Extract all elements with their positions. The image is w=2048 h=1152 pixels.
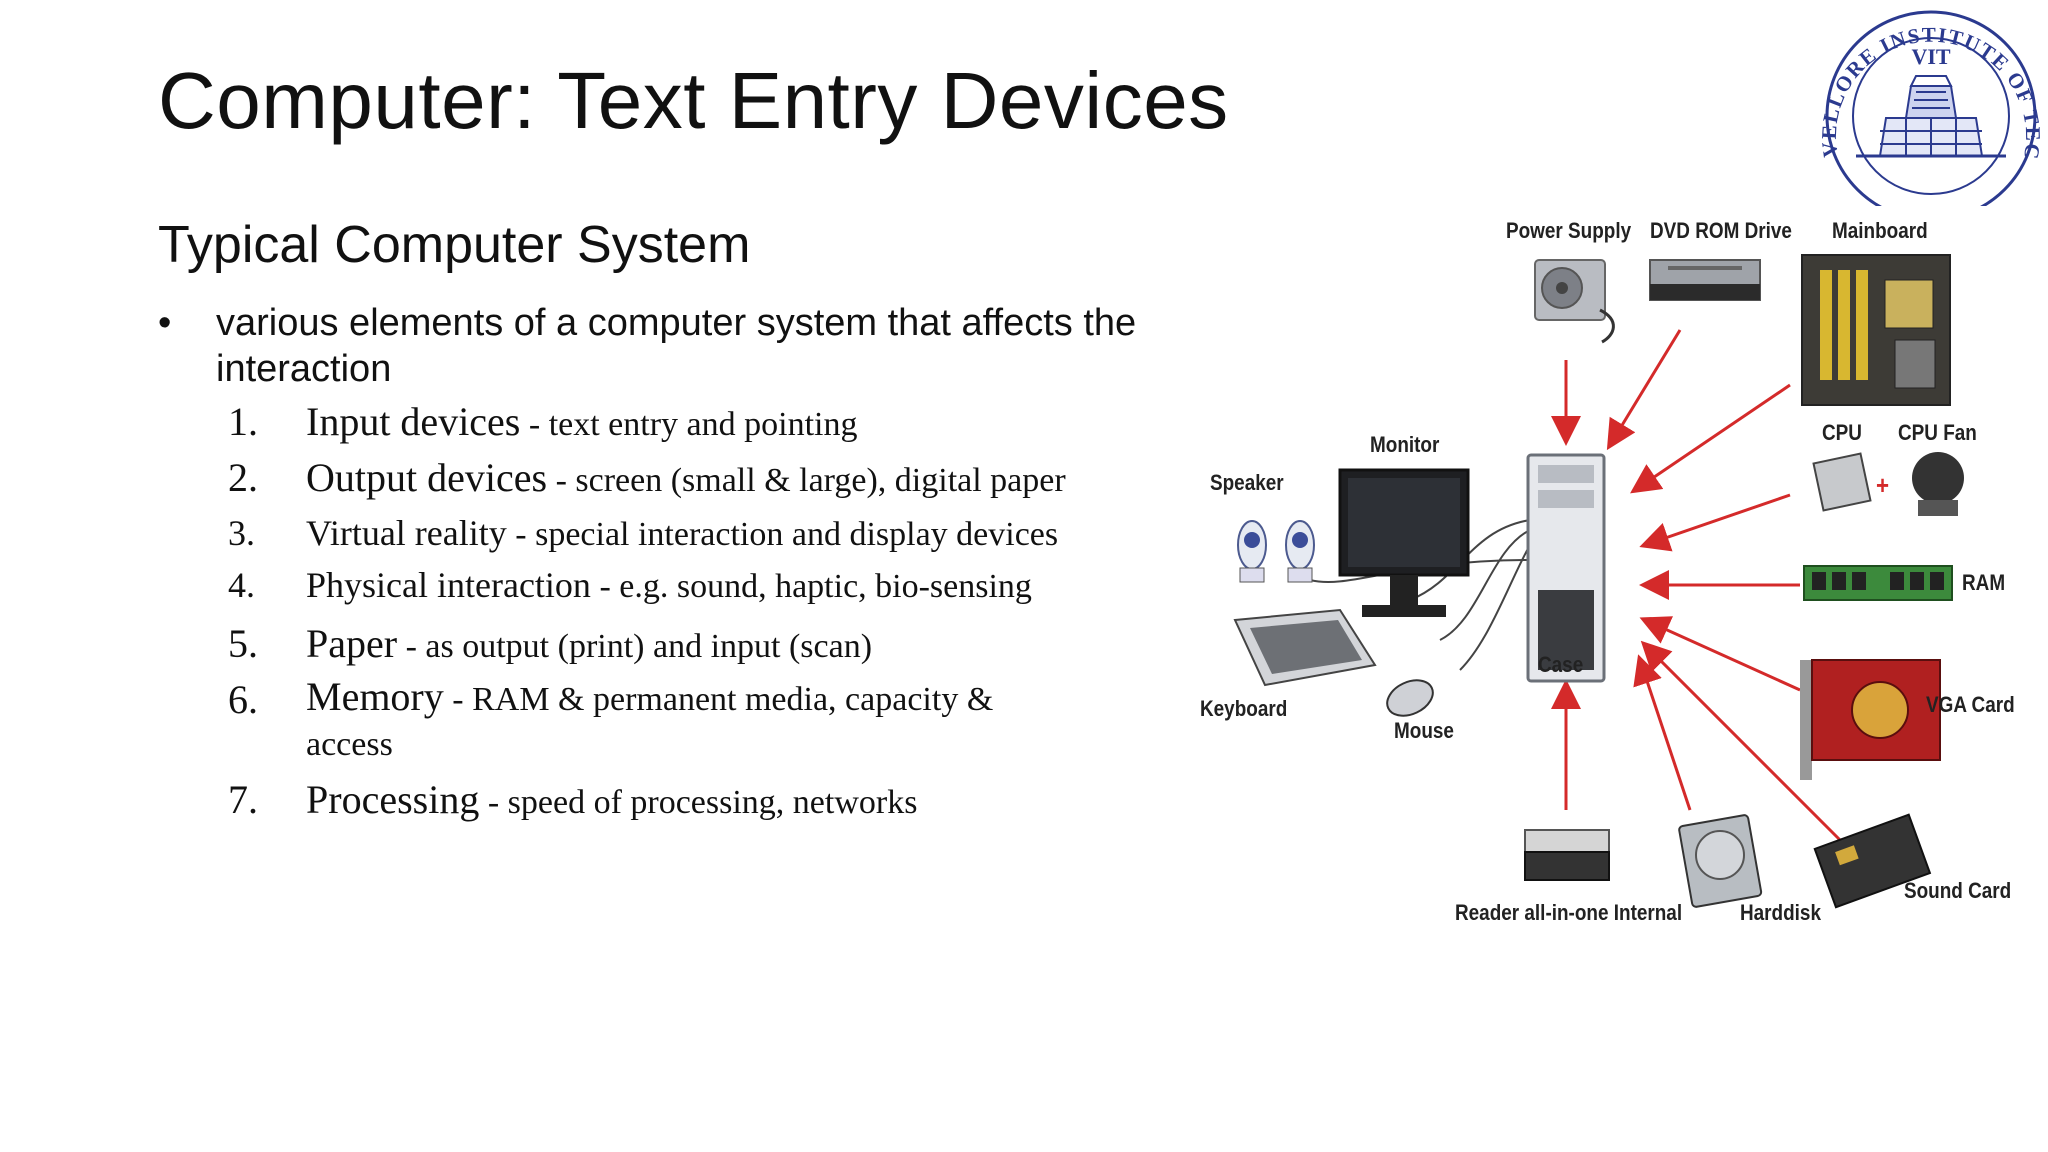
list-number: 5. <box>228 621 258 666</box>
list-lead: Memory <box>306 674 444 719</box>
list-text: - as output (print) and input (scan) <box>397 628 873 665</box>
list-item-content: Processing - speed of processing, networ… <box>306 776 917 823</box>
cpu-icon <box>1812 452 1872 512</box>
list-text: - text entry and pointing <box>520 406 858 443</box>
label-mainboard: Mainboard <box>1832 218 1928 243</box>
list-lead: Paper <box>306 621 398 666</box>
list-text: - e.g. sound, haptic, bio-sensing <box>590 568 1032 605</box>
list-item-content: Output devices - screen (small & large),… <box>306 454 1066 501</box>
list-item-content: Paper - as output (print) and input (sca… <box>306 620 872 667</box>
bullet-text: various elements of a computer system th… <box>216 302 1137 390</box>
label-vga-card: VGA Card <box>1926 692 2015 717</box>
computer-system-diagram: Power Supply DVD ROM Drive Mainboard Mon… <box>1190 200 2030 940</box>
slide-title: Computer: Text Entry Devices <box>158 56 1229 145</box>
label-dvd-rom-drive: DVD ROM Drive <box>1650 218 1792 243</box>
label-harddisk: Harddisk <box>1740 900 1821 925</box>
label-power-supply: Power Supply <box>1506 218 1632 243</box>
label-cpu: CPU <box>1822 420 1862 445</box>
harddisk-icon <box>1678 814 1763 908</box>
label-cpu-fan: CPU Fan <box>1898 420 1977 445</box>
card-reader-icon <box>1524 829 1610 881</box>
list-item-content: Physical interaction - e.g. sound, hapti… <box>306 564 1032 606</box>
cpu-fan-icon <box>1912 452 1964 516</box>
label-plus: + <box>1876 470 1890 500</box>
label-sound-card: Sound Card <box>1904 878 2012 903</box>
label-keyboard: Keyboard <box>1200 696 1288 721</box>
list-number: 2. <box>228 455 258 500</box>
mouse-icon <box>1386 679 1434 717</box>
list-item-content: Virtual reality - special interaction an… <box>306 512 1058 554</box>
vga-card-icon <box>1800 659 1941 780</box>
list-number: 6. <box>228 677 258 722</box>
list-text: - RAM & permanent media, capacity & acce… <box>306 681 994 763</box>
list-number: 7. <box>228 777 258 822</box>
label-card-reader: Reader all-in-one Internal <box>1455 900 1683 925</box>
logo-abbr: VIT <box>1911 44 1950 69</box>
logo-seal-icon: VELLORE INSTITUTE OF TECHNOLOGY VIT <box>1807 0 2044 222</box>
label-speaker: Speaker <box>1210 470 1284 495</box>
power-supply-icon <box>1534 259 1615 344</box>
list-lead: Output devices <box>306 455 548 500</box>
list-lead: Physical interaction <box>306 565 591 605</box>
dvd-drive-icon <box>1649 259 1761 301</box>
list-lead: Processing <box>306 777 480 822</box>
monitor-icon <box>1338 468 1470 617</box>
list-number: 4. <box>228 565 255 605</box>
list-lead: Virtual reality <box>306 513 507 553</box>
list-text: - special interaction and display device… <box>506 516 1059 553</box>
list-item-content: Input devices - text entry and pointing <box>306 398 857 445</box>
sound-card-icon <box>1813 813 1932 909</box>
keyboard-icon <box>1233 608 1377 687</box>
list-item-content: Memory - RAM & permanent media, capacity… <box>306 676 1086 766</box>
mainboard-icon <box>1801 254 1951 406</box>
connection-arrows <box>1551 329 1842 842</box>
pc-case-icon <box>1526 453 1606 683</box>
label-monitor: Monitor <box>1370 432 1440 457</box>
ram-icon <box>1803 565 1953 601</box>
list-lead: Input devices <box>306 399 521 444</box>
label-case: Case <box>1538 652 1584 677</box>
label-ram: RAM <box>1962 570 2006 595</box>
bullet-marker: • <box>158 302 172 344</box>
label-mouse: Mouse <box>1394 718 1454 743</box>
list-text: - screen (small & large), digital paper <box>547 462 1066 499</box>
institute-logo: VELLORE INSTITUTE OF TECHNOLOGY VIT <box>1807 0 2044 222</box>
diagram-graphics <box>1233 254 1964 909</box>
slide-subtitle: Typical Computer System <box>158 216 751 274</box>
list-text: - speed of processing, networks <box>479 784 918 821</box>
speaker-icon <box>1237 520 1315 583</box>
list-number: 1. <box>228 399 258 444</box>
list-number: 3. <box>228 513 255 553</box>
